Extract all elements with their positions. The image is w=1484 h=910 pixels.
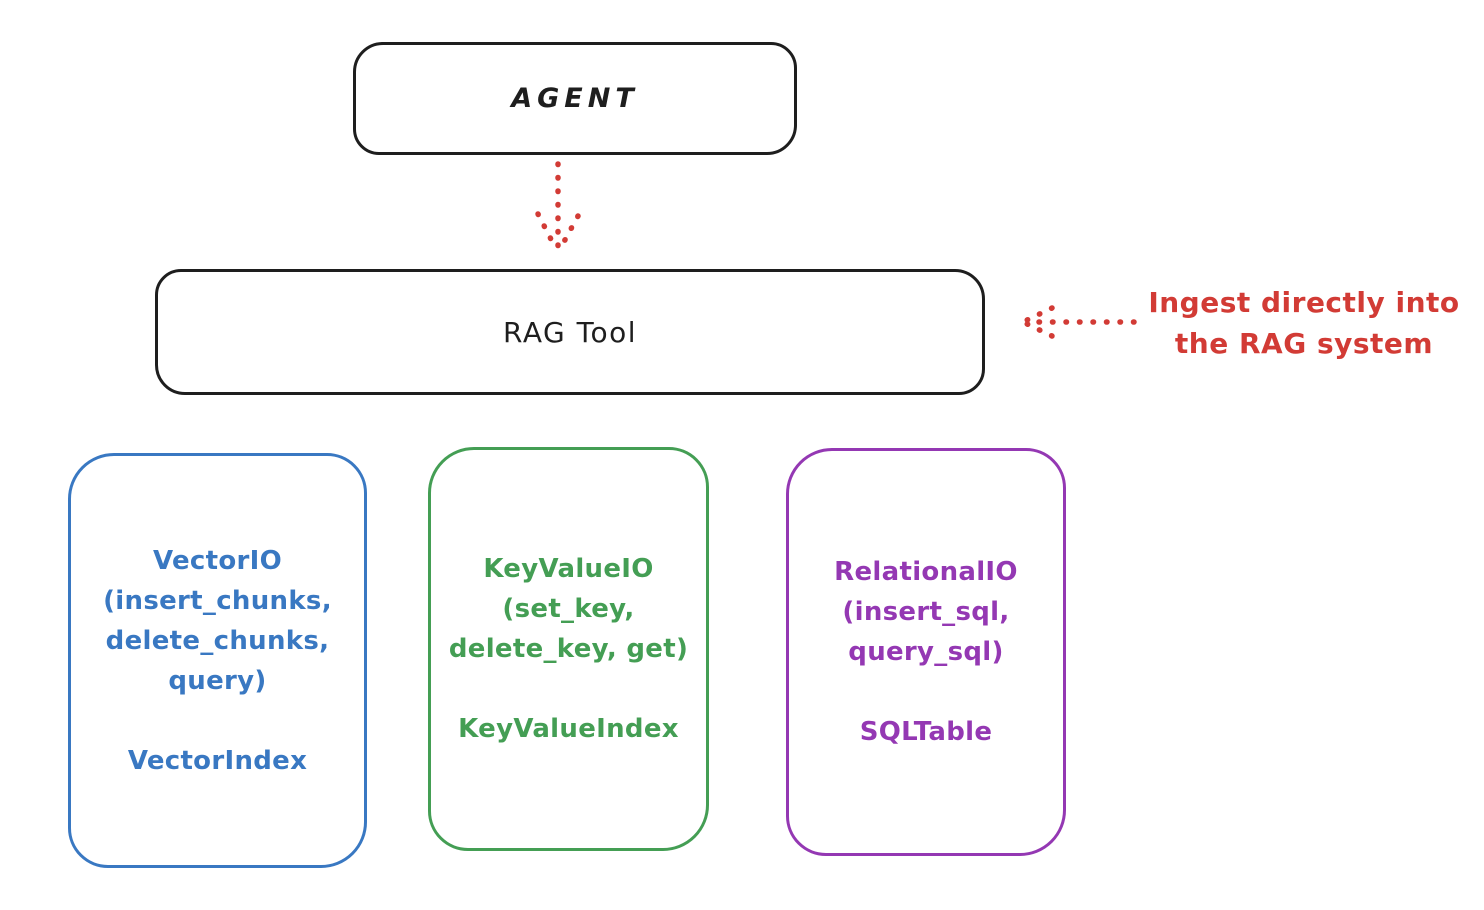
vector-io-methods-line3: query) bbox=[168, 665, 267, 696]
keyvalue-io-methods-line2: delete_key, get) bbox=[448, 634, 689, 664]
relational-io-box: RelationalIO (insert_sql, query_sql) SQL… bbox=[786, 448, 1066, 856]
ingest-annotation-line2: the RAG system bbox=[1174, 327, 1434, 360]
vector-io-box: VectorIO (insert_chunks, delete_chunks, … bbox=[68, 453, 367, 868]
vector-io-methods-line2: delete_chunks, bbox=[105, 625, 330, 656]
relational-io-title: RelationalIO bbox=[834, 557, 1018, 587]
relational-io-methods-line2: query_sql) bbox=[848, 637, 1004, 667]
relational-io-methods-line1: (insert_sql, bbox=[842, 597, 1010, 627]
ingest-annotation: Ingest directly into the RAG system bbox=[1130, 282, 1478, 364]
agent-to-rag-arrow bbox=[535, 161, 581, 256]
annotation-to-rag-arrow bbox=[1022, 305, 1137, 339]
vector-io-methods-line1: (insert_chunks, bbox=[103, 585, 332, 616]
keyvalue-io-title: KeyValueIO bbox=[483, 554, 654, 584]
keyvalue-io-methods-line1: (set_key, bbox=[502, 594, 635, 624]
rag-tool-label: RAG Tool bbox=[503, 315, 637, 349]
agent-box: AGENT bbox=[353, 42, 797, 155]
sql-table-label: SQLTable bbox=[859, 717, 993, 747]
keyvalue-index-label: KeyValueIndex bbox=[458, 714, 679, 744]
ingest-annotation-line1: Ingest directly into bbox=[1148, 286, 1460, 319]
vector-index-label: VectorIndex bbox=[127, 745, 308, 776]
vector-io-title: VectorIO bbox=[152, 545, 283, 576]
agent-label: AGENT bbox=[511, 83, 639, 114]
keyvalue-io-box: KeyValueIO (set_key, delete_key, get) Ke… bbox=[428, 447, 709, 851]
rag-tool-box: RAG Tool bbox=[155, 269, 985, 395]
